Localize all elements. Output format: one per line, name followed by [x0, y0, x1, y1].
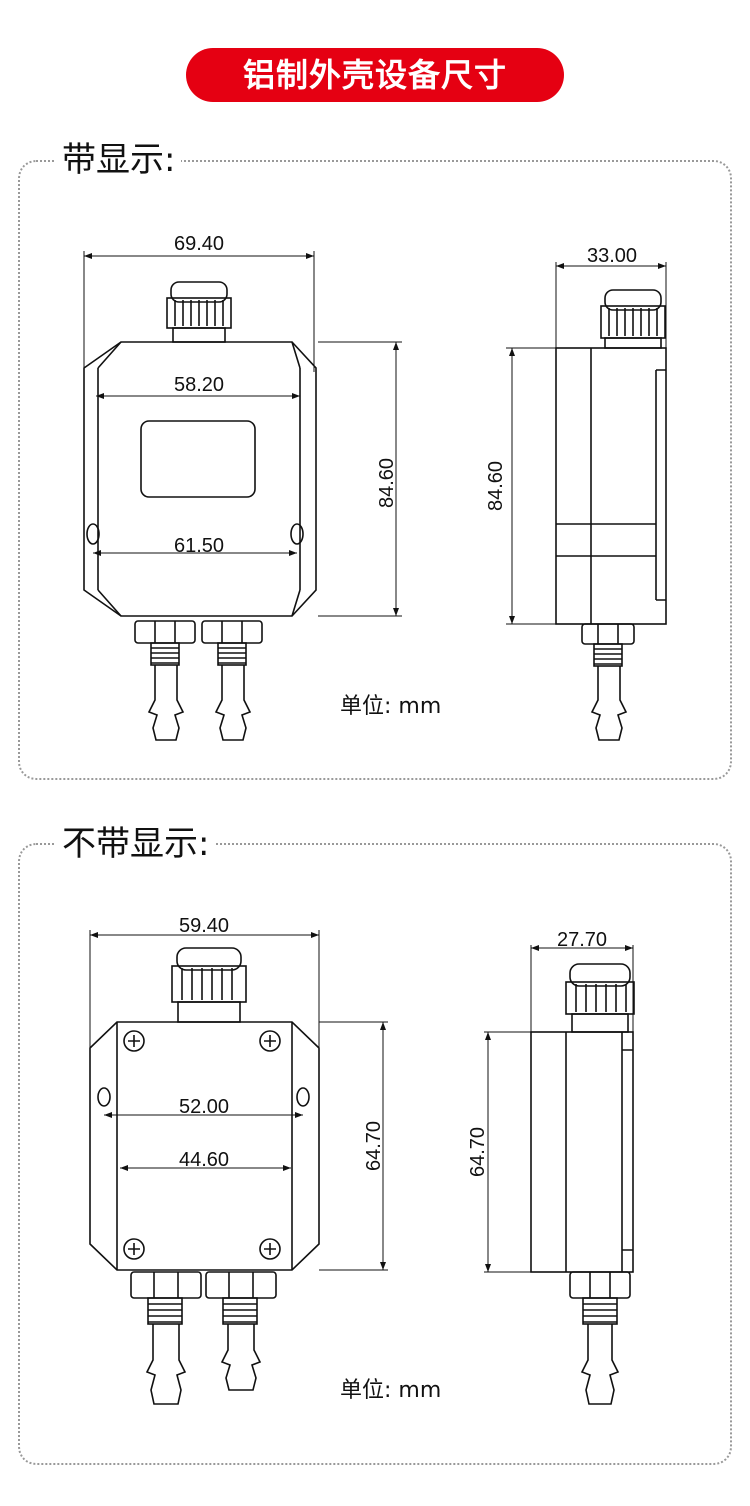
title-text: 铝制外壳设备尺寸: [242, 56, 507, 94]
dim-inner-width-2: 44.60: [179, 1149, 229, 1171]
heading-with-display: 带显示:: [56, 140, 182, 180]
side-view-nodisplay: [484, 945, 635, 1405]
dimension-arrows: [84, 253, 666, 1272]
dim-side-height-2: 64.70: [467, 1127, 489, 1177]
front-view-display: [83, 251, 402, 741]
dim-front-width: 69.40: [174, 233, 224, 255]
dimension-labels: 69.40 58.20 61.50 84.60 33.00 84.60 59.4…: [174, 233, 637, 1177]
unit-label-2: 单位: mm: [340, 1378, 442, 1403]
side-view-display: [506, 262, 667, 741]
dim-side-width: 33.00: [587, 245, 637, 267]
dim-hole-width: 61.50: [174, 535, 224, 557]
dim-front-width-2: 59.40: [179, 915, 229, 937]
dim-inner-width: 58.20: [174, 374, 224, 396]
dim-hole-width-2: 52.00: [179, 1096, 229, 1118]
front-view-nodisplay: [89, 930, 388, 1405]
dim-front-height: 84.60: [376, 458, 398, 508]
panel-without-display: [18, 843, 732, 1465]
title-banner: 铝制外壳设备尺寸: [186, 48, 564, 102]
dim-side-width-2: 27.70: [557, 929, 607, 951]
heading-without-display: 不带显示:: [56, 824, 216, 864]
dim-front-height-2: 64.70: [363, 1121, 385, 1171]
dim-side-height: 84.60: [485, 461, 507, 511]
unit-label-1: 单位: mm: [340, 694, 442, 719]
panel-with-display: [18, 160, 732, 780]
